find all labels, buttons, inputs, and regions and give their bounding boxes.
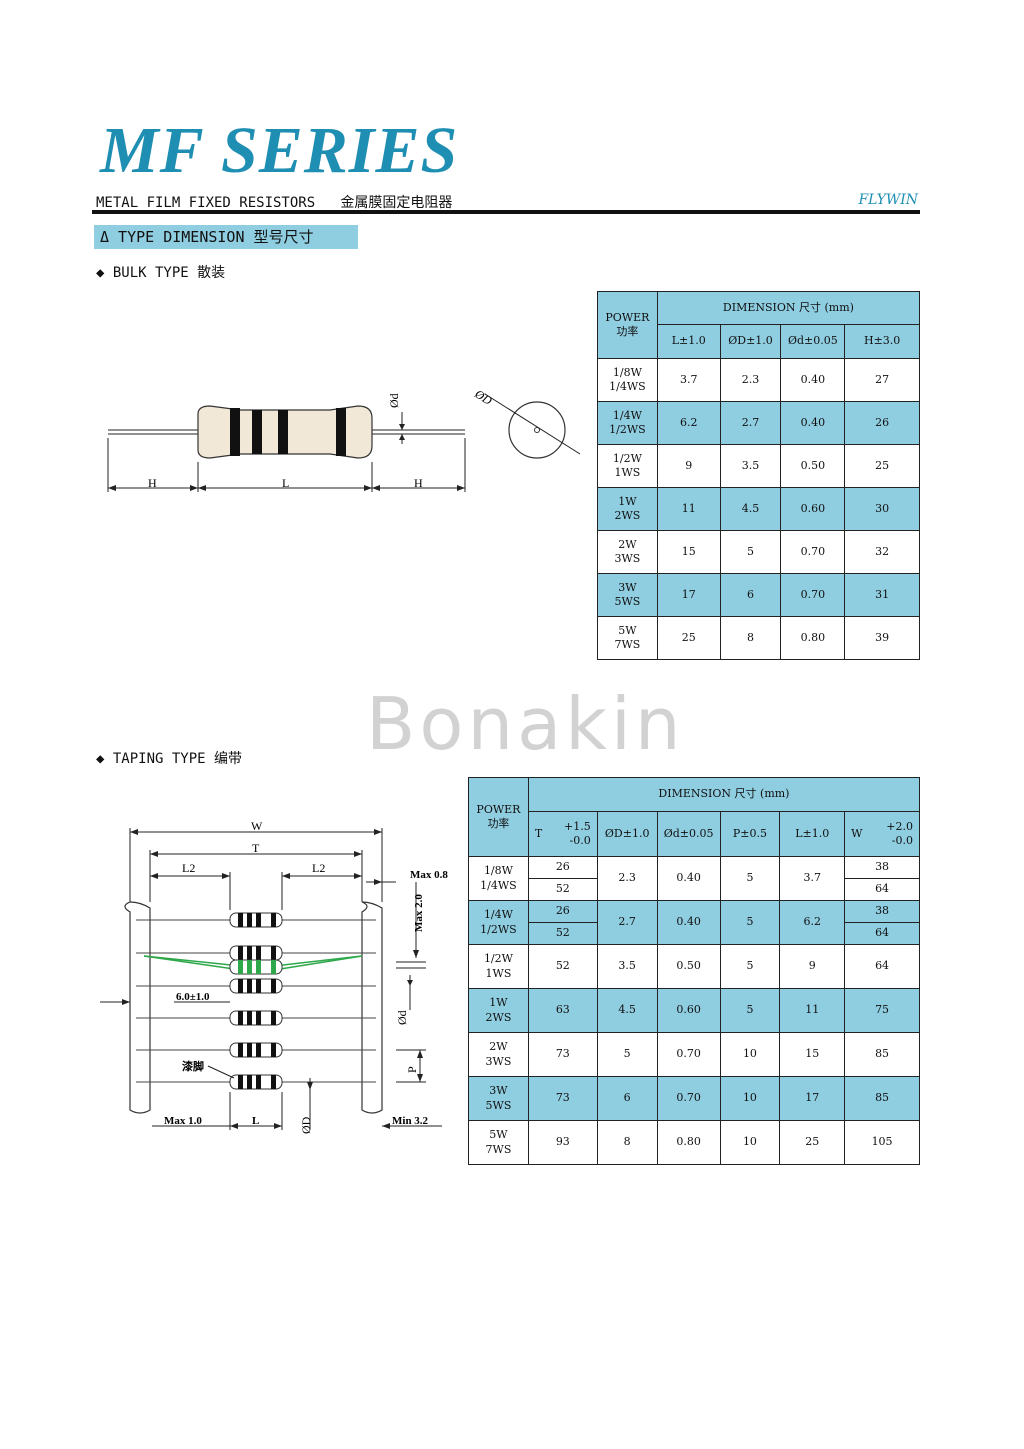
bulk-col-smalld: Ød±0.05 bbox=[780, 324, 846, 359]
label-w: W bbox=[251, 820, 263, 833]
label-h-left: H bbox=[148, 476, 157, 490]
label-l2-left: L2 bbox=[182, 861, 195, 875]
taped-resistors bbox=[136, 912, 376, 1090]
label-max20: Max 2.0 bbox=[413, 894, 425, 932]
color-band-3 bbox=[278, 410, 288, 454]
label-p: P bbox=[405, 1066, 419, 1073]
taping-col-bigd: ØD±1.0 bbox=[596, 811, 658, 857]
color-band-2 bbox=[252, 410, 262, 454]
color-band-1 bbox=[230, 408, 240, 456]
watermark: Bonakin bbox=[366, 682, 685, 766]
color-band-4 bbox=[336, 408, 346, 456]
bulk-col-l: L±1.0 bbox=[656, 324, 721, 359]
taping-col-l: L±1.0 bbox=[779, 811, 846, 857]
label-big-d: ØD bbox=[472, 386, 495, 408]
label-max10: Max 1.0 bbox=[164, 1115, 202, 1127]
label-paint: 漆脚 bbox=[182, 1059, 204, 1073]
taping-col-p: P±0.5 bbox=[719, 811, 781, 857]
label-l-taping: L bbox=[252, 1115, 259, 1127]
label-od: Ød bbox=[395, 1010, 409, 1025]
tape-right bbox=[361, 901, 383, 1114]
bulk-col-bigd: ØD±1.0 bbox=[719, 324, 782, 359]
bulk-resistor-diagram: H L H Ød ØD bbox=[107, 386, 581, 492]
label-t: T bbox=[252, 841, 260, 855]
label-max08: Max 0.8 bbox=[410, 869, 448, 881]
taping-col-t: T +1.5-0.0 bbox=[527, 811, 598, 857]
taping-col-smalld: Ød±0.05 bbox=[656, 811, 721, 857]
label-min32: Min 3.2 bbox=[392, 1115, 429, 1127]
taping-dimension-header: DIMENSION 尺寸 (mm) bbox=[527, 777, 921, 812]
label-l2-right: L2 bbox=[312, 861, 325, 875]
label-l: L bbox=[282, 476, 289, 490]
bulk-dimension-header: DIMENSION 尺寸 (mm) bbox=[656, 291, 921, 325]
section-title: Δ TYPE DIMENSION 型号尺寸 bbox=[94, 225, 358, 249]
label-bigd-taping: ØD bbox=[299, 1116, 313, 1134]
tape-left bbox=[124, 901, 151, 1114]
label-h-right: H bbox=[414, 476, 423, 490]
taping-col-w: W +2.0-0.0 bbox=[844, 811, 920, 857]
taping-diagram: W T L2 L2 Max 0.8 bbox=[100, 820, 448, 1134]
header-rule bbox=[92, 210, 920, 214]
taping-heading: ◆ TAPING TYPE 编带 bbox=[96, 751, 243, 767]
series-title: MF SERIES bbox=[100, 114, 459, 187]
series-subtitle: METAL FILM FIXED RESISTORS 金属膜固定电阻器 bbox=[96, 195, 453, 211]
bulk-col-h: H±3.0 bbox=[844, 324, 920, 359]
brand-name: FLYWIN bbox=[858, 192, 918, 208]
label-small-d: Ød bbox=[387, 393, 401, 408]
label-pitch6: 6.0±1.0 bbox=[176, 991, 210, 1003]
bulk-heading: ◆ BULK TYPE 散装 bbox=[96, 265, 226, 281]
